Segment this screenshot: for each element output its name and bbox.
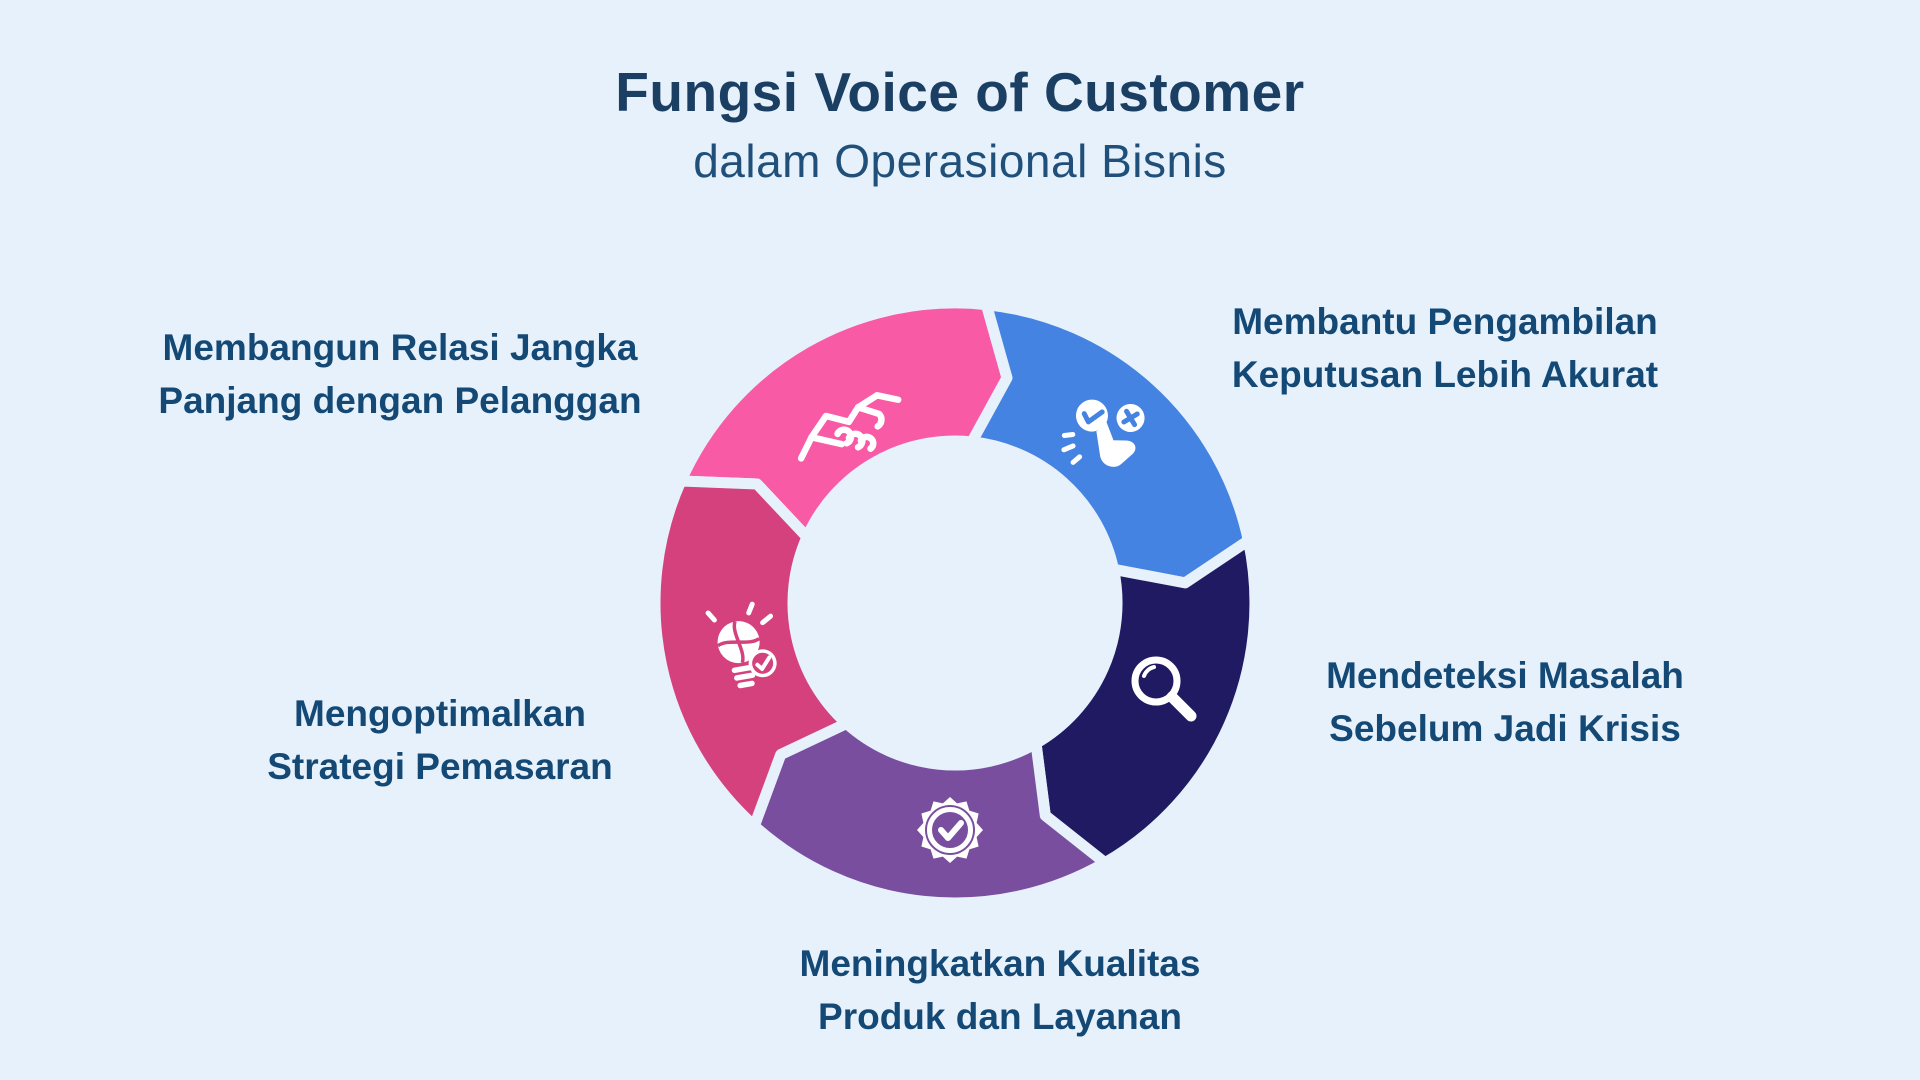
label-line: Strategi Pemasaran — [267, 745, 613, 787]
page-title: Fungsi Voice of Customer — [615, 61, 1305, 123]
label-keputusan: Membantu Pengambilan Keputusan Lebih Aku… — [1145, 296, 1745, 401]
label-strategi: Mengoptimalkan Strategi Pemasaran — [140, 688, 740, 793]
decision-check-x-icon — [1061, 399, 1145, 467]
idea-strategy-icon — [705, 601, 777, 689]
label-line: Keputusan Lebih Akurat — [1231, 353, 1659, 395]
quality-badge-icon — [917, 797, 983, 863]
magnifier-icon — [1131, 656, 1197, 722]
label-deteksi: Mendeteksi Masalah Sebelum Jadi Krisis — [1205, 650, 1805, 755]
label-line: Membangun Relasi Jangka — [162, 327, 638, 368]
header: Fungsi Voice of Customer dalam Operasion… — [0, 60, 1920, 188]
label-relasi: Membangun Relasi Jangka Panjang dengan P… — [100, 322, 700, 427]
label-line: Meningkatkan Kualitas — [799, 943, 1201, 984]
label-line: Mengoptimalkan — [294, 693, 586, 734]
handshake-icon — [797, 392, 902, 462]
label-line: Membantu Pengambilan — [1232, 301, 1658, 342]
label-line: Sebelum Jadi Krisis — [1329, 707, 1681, 749]
label-line: Produk dan Layanan — [818, 995, 1182, 1037]
label-line: Panjang dengan Pelanggan — [158, 379, 642, 421]
label-kualitas: Meningkatkan Kualitas Produk dan Layanan — [700, 938, 1300, 1043]
label-line: Mendeteksi Masalah — [1326, 655, 1684, 696]
page-subtitle: dalam Operasional Bisnis — [693, 135, 1227, 187]
